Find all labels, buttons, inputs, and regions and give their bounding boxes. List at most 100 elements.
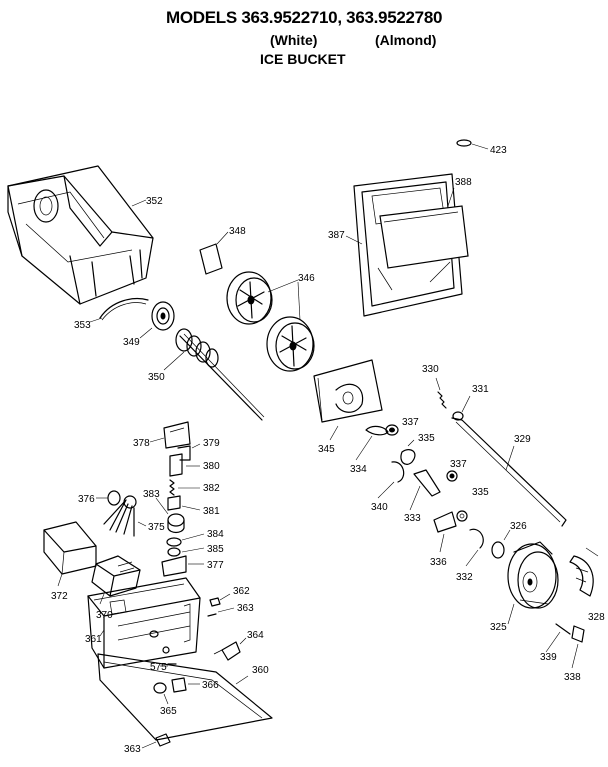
callout-345: 345 xyxy=(318,444,335,455)
callout-360: 360 xyxy=(252,665,269,676)
part-381-plunger xyxy=(167,495,201,511)
part-379-clip xyxy=(177,443,201,461)
part-333-cam xyxy=(409,469,441,511)
part-380-solenoid-coil xyxy=(169,453,200,477)
callout-339: 339 xyxy=(540,652,557,663)
part-388-door xyxy=(379,187,469,269)
part-332-link xyxy=(465,528,484,567)
callout-362: 362 xyxy=(233,586,250,597)
callout-346: 346 xyxy=(298,273,315,284)
callout-335-upper: 335 xyxy=(418,433,435,444)
callout-366: 366 xyxy=(202,680,219,691)
part-336-lever xyxy=(433,511,457,553)
callout-334: 334 xyxy=(350,464,367,475)
part-366-fill-cup xyxy=(171,677,200,693)
part-328-shroud xyxy=(569,547,599,597)
callout-383: 383 xyxy=(143,489,160,500)
variant-almond-label: (Almond) xyxy=(375,32,437,48)
callout-349: 349 xyxy=(123,337,140,348)
callout-363-lower: 363 xyxy=(124,744,141,755)
callout-361: 361 xyxy=(85,634,102,645)
callout-376: 376 xyxy=(78,494,95,505)
callout-350: 350 xyxy=(148,372,165,383)
callout-325: 325 xyxy=(490,622,507,633)
callout-423: 423 xyxy=(490,145,507,156)
callout-364: 364 xyxy=(247,630,264,641)
part-378-bracket xyxy=(149,421,191,449)
callout-385: 385 xyxy=(207,544,224,555)
callout-333: 333 xyxy=(404,513,421,524)
part-363-screw-upper xyxy=(207,607,235,617)
part-329-rod xyxy=(451,417,567,527)
part-338-wire-nut xyxy=(571,625,585,669)
part-339-screw xyxy=(545,623,571,653)
callout-330: 330 xyxy=(422,364,439,375)
callout-372: 372 xyxy=(51,591,68,602)
part-350-auger-rod xyxy=(163,328,265,421)
callout-377: 377 xyxy=(207,560,224,571)
callout-328: 328 xyxy=(588,612,605,623)
part-372-shield xyxy=(43,521,97,587)
part-337-spring-lower xyxy=(446,470,458,482)
part-346-crusher-lower xyxy=(266,279,315,372)
callout-352: 352 xyxy=(146,196,163,207)
callout-381: 381 xyxy=(203,506,220,517)
part-423-clip xyxy=(456,139,489,150)
callout-382: 382 xyxy=(203,483,220,494)
part-345-bracket xyxy=(313,359,383,441)
callout-365: 365 xyxy=(160,706,177,717)
callout-331: 331 xyxy=(472,384,489,395)
part-348-label xyxy=(199,231,229,275)
callout-375: 375 xyxy=(148,522,165,533)
part-337-spring-upper xyxy=(385,424,399,436)
callout-384: 384 xyxy=(207,529,224,540)
callout-337-lower: 337 xyxy=(450,459,467,470)
callout-370: 370 xyxy=(96,610,113,621)
part-361-ice-maker-body xyxy=(87,577,201,669)
part-335-clip-lower xyxy=(456,510,468,522)
callout-326: 326 xyxy=(510,521,527,532)
part-376-connector xyxy=(96,490,121,506)
part-575-screw xyxy=(160,663,177,667)
callout-575: 575 xyxy=(150,662,167,673)
callout-338: 338 xyxy=(564,672,581,683)
part-385-seal xyxy=(167,547,205,557)
callout-353: 353 xyxy=(74,320,91,331)
models-title: MODELS 363.9522710, 363.9522780 xyxy=(166,8,443,27)
variant-white-label: (White) xyxy=(270,32,318,48)
part-340-arm xyxy=(377,461,405,499)
callout-378: 378 xyxy=(133,438,150,449)
callout-335-lower: 335 xyxy=(472,487,489,498)
part-362-screw xyxy=(209,593,231,607)
callout-329: 329 xyxy=(514,434,531,445)
part-382-spring xyxy=(169,479,200,496)
part-349-bushing xyxy=(139,301,175,339)
callout-332: 332 xyxy=(456,572,473,583)
callout-labels: 423 352 348 387 388 346 353 349 350 330 … xyxy=(51,145,605,755)
part-364-thermostat xyxy=(213,637,247,661)
part-387-housing xyxy=(345,173,463,317)
part-326-bushing xyxy=(491,529,511,559)
part-330-spring xyxy=(435,377,447,409)
part-346-crusher-upper xyxy=(226,271,273,325)
callout-379: 379 xyxy=(203,438,220,449)
part-370-drive-unit xyxy=(91,555,141,605)
callout-388: 388 xyxy=(455,177,472,188)
section-title: ICE BUCKET xyxy=(260,51,346,67)
part-365-cover xyxy=(153,682,169,705)
callout-337-upper: 337 xyxy=(402,417,419,428)
callout-387: 387 xyxy=(328,230,345,241)
part-352-ice-bucket xyxy=(7,165,154,305)
part-325-motor xyxy=(507,541,559,625)
part-375-wire-harness xyxy=(103,495,147,537)
callout-336: 336 xyxy=(430,557,447,568)
part-383-housing xyxy=(155,497,185,534)
callout-363-upper: 363 xyxy=(237,603,254,614)
callout-348: 348 xyxy=(229,226,246,237)
part-360-mounting-plate xyxy=(97,653,273,741)
part-384-washer xyxy=(166,533,205,547)
part-377-valve xyxy=(161,555,204,577)
part-334-lever xyxy=(355,425,389,461)
